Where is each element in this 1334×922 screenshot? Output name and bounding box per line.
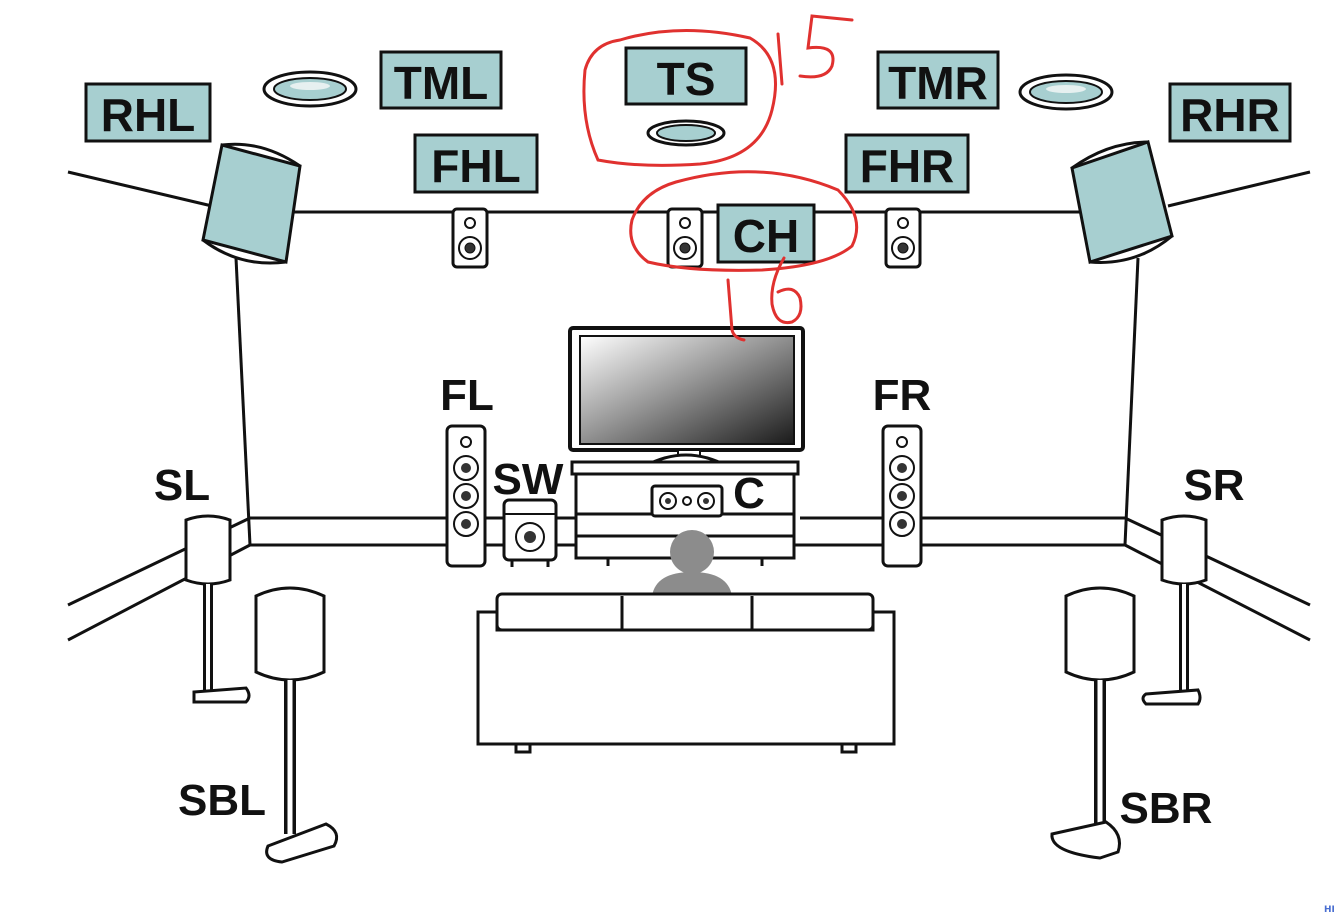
label-box-tml: TML <box>379 50 503 110</box>
watermark-text: HD <box>1324 905 1334 915</box>
label-c: C <box>733 469 765 518</box>
annotation-circle-ts <box>582 29 777 167</box>
label-box-ts: TS <box>624 46 748 106</box>
surround-speaker-sl-icon <box>184 514 251 704</box>
label-box-tmr: TMR <box>876 50 1000 110</box>
annotation-text-15: 15 <box>0 0 2 1</box>
surround-back-speaker-sbl-icon <box>254 586 339 864</box>
annotation-text-6: 6 <box>0 0 1 1</box>
subwoofer-icon <box>502 498 558 567</box>
label-ts: TS <box>657 53 716 105</box>
tower-speaker-fl-icon <box>445 424 487 568</box>
annotation-circle-ch <box>629 170 859 272</box>
label-tml: TML <box>394 57 489 109</box>
label-sw: SW <box>493 455 564 504</box>
label-sbr: SBR <box>1120 784 1213 833</box>
sofa-icon <box>476 592 896 754</box>
label-fhr: FHR <box>860 140 955 192</box>
tv-icon <box>568 326 805 468</box>
rear-height-speaker-right-icon <box>1070 140 1174 264</box>
label-box-fhr: FHR <box>844 133 970 194</box>
surround-back-speaker-sbr-icon <box>1050 586 1136 860</box>
label-fr: FR <box>873 371 932 420</box>
center-speaker-icon <box>650 484 724 518</box>
listener-icon <box>652 530 732 596</box>
label-box-rhr: RHR <box>1168 82 1292 143</box>
ceiling-speaker-tmr-icon <box>1018 73 1114 111</box>
label-fhl: FHL <box>431 140 520 192</box>
label-sr: SR <box>1183 461 1244 510</box>
ceiling-speaker-tml-icon <box>262 70 358 108</box>
label-rhr: RHR <box>1180 89 1280 141</box>
label-box-rhl: RHL <box>84 82 212 143</box>
bookshelf-speaker-fhl-icon <box>451 207 489 269</box>
bookshelf-speaker-fhr-icon <box>884 207 922 269</box>
rear-height-speaker-left-icon <box>201 142 302 265</box>
annotation-number-6 <box>726 256 803 342</box>
label-sbl: SBL <box>178 776 266 825</box>
label-tmr: TMR <box>888 57 988 109</box>
label-sl: SL <box>154 461 210 510</box>
tower-speaker-fr-icon <box>881 424 923 568</box>
label-box-ch: CH <box>716 203 816 264</box>
ceiling-speaker-ts-icon <box>646 119 726 147</box>
label-fl: FL <box>440 371 494 420</box>
annotation-number-15 <box>776 14 854 86</box>
label-ch: CH <box>733 210 799 262</box>
surround-speaker-sr-icon <box>1141 514 1208 706</box>
bookshelf-speaker-ch-icon <box>666 207 704 269</box>
label-rhl: RHL <box>101 89 196 141</box>
label-box-fhl: FHL <box>413 133 539 194</box>
